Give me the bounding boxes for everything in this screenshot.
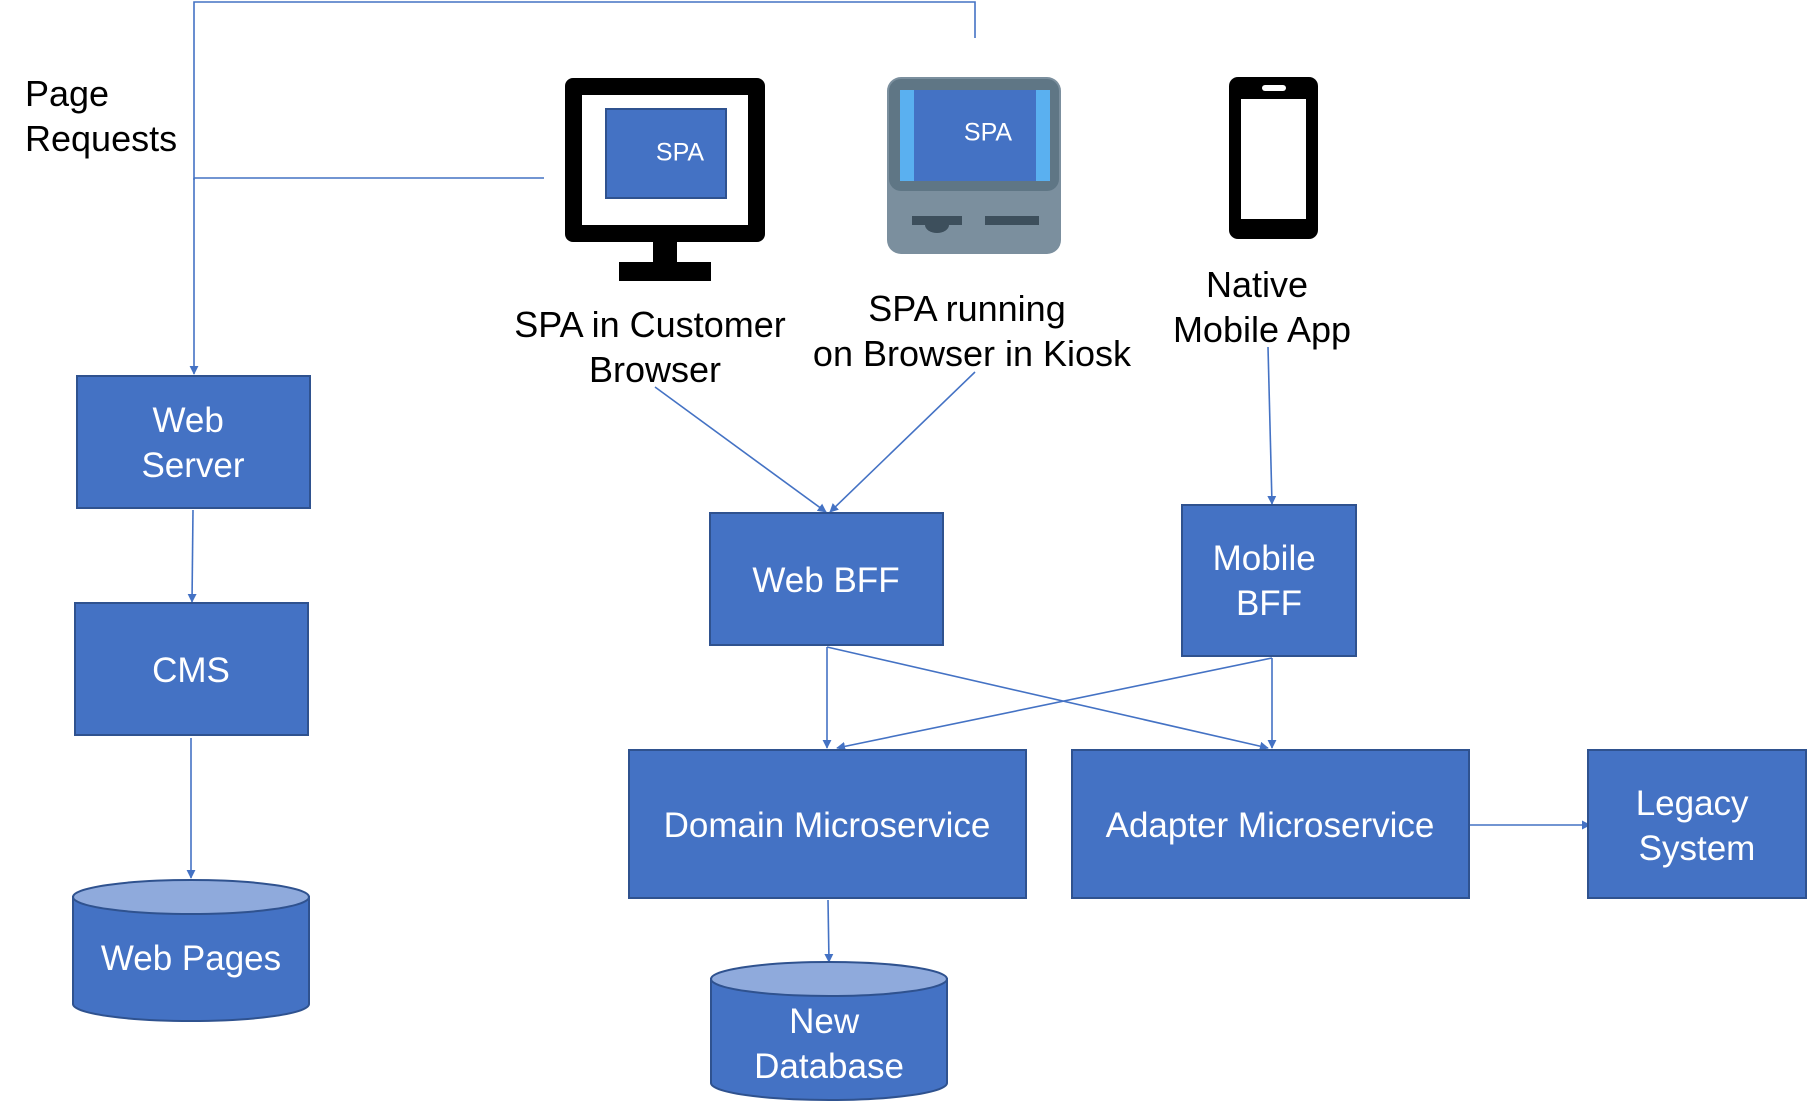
- mobile-bff-node: Mobile BFF: [1181, 504, 1357, 657]
- spa-customer-label: SPA in Customer Browser: [514, 304, 795, 390]
- spa-kiosk-label: SPA running on Browser in Kiosk: [813, 288, 1132, 374]
- edge-domain-to-new-database: [824, 899, 834, 963]
- edge-spa-customer-to-web-bff: [654, 386, 827, 513]
- svg-text:Adapter Microservice: Adapter Microservice: [1106, 806, 1435, 845]
- edge-native-mobile-to-mobile-bff: [1267, 346, 1277, 505]
- edges: [186, 1, 1591, 963]
- svg-text:Domain Microservice: Domain Microservice: [664, 806, 991, 845]
- edge-web-server-to-cms: [187, 509, 197, 603]
- kiosk-screen-label: SPA: [964, 119, 1012, 147]
- domain-microservice-node: Domain Microservice: [628, 749, 1027, 899]
- legacy-system-node: Legacy System: [1587, 749, 1807, 899]
- svg-text:Legacy System: Legacy System: [1636, 784, 1759, 868]
- cms-node: CMS: [74, 602, 309, 736]
- web-server-node: Web Server: [76, 375, 311, 509]
- monitor-icon: SPA: [565, 78, 765, 281]
- svg-text:CMS: CMS: [152, 651, 230, 690]
- web-bff-node: Web BFF: [709, 512, 944, 646]
- page-requests-label: Page Requests: [25, 73, 177, 159]
- edge-spa-kiosk-to-web-bff: [829, 371, 976, 513]
- kiosk-icon: SPA: [887, 77, 1061, 254]
- svg-text:Web BFF: Web BFF: [752, 561, 899, 600]
- svg-text:Mobile BFF: Mobile BFF: [1213, 539, 1326, 623]
- svg-text:Web Server: Web Server: [141, 401, 244, 485]
- web-pages-database: Web Pages: [72, 879, 310, 1022]
- smartphone-icon: [1229, 77, 1318, 239]
- monitor-screen-label: SPA: [656, 139, 704, 167]
- edge-kiosk-page-requests: [193, 1, 976, 180]
- edge-mobile-bff-to-domain: [836, 657, 1273, 751]
- edge-web-bff-to-adapter: [826, 646, 1269, 751]
- svg-text:New Database: New Database: [754, 1002, 904, 1086]
- adapter-microservice-node: Adapter Microservice: [1071, 749, 1470, 899]
- svg-text:Web Pages: Web Pages: [101, 939, 281, 978]
- native-mobile-label: Native Mobile App: [1173, 264, 1351, 350]
- new-database: New Database: [710, 961, 948, 1101]
